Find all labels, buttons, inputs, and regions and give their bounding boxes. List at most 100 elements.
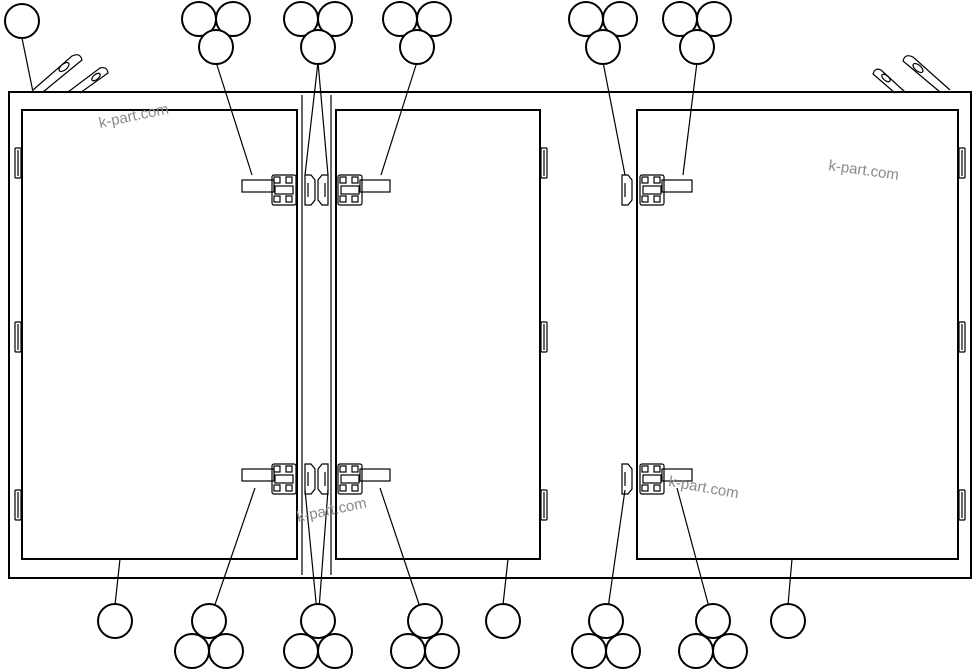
latch-tab <box>958 147 966 179</box>
callout-balloons <box>4 1 806 669</box>
hinge-screw <box>351 465 359 473</box>
hinge-arm <box>359 179 391 193</box>
hinge-slot <box>642 474 662 484</box>
hinge-screw <box>273 484 281 492</box>
watermark-text: k-part.com <box>827 157 900 184</box>
leader-line <box>21 37 34 93</box>
hinge <box>639 174 693 206</box>
hinge-cup <box>304 174 316 206</box>
callout-balloon <box>283 633 319 669</box>
hinge-screw <box>653 176 661 184</box>
latch-tab <box>958 321 966 353</box>
latch-tab <box>540 147 548 179</box>
leader-line <box>605 489 626 623</box>
hinge-arm <box>661 468 693 482</box>
hinge-cup <box>317 174 329 206</box>
callout-balloon <box>97 603 133 639</box>
leader-line <box>317 489 329 623</box>
hinge-screw <box>653 484 661 492</box>
hinge-plate <box>337 174 363 206</box>
callout-balloon <box>585 29 621 65</box>
hinge <box>241 174 297 206</box>
door-panel-right <box>636 109 959 560</box>
hinges <box>241 174 693 495</box>
hinge-cup <box>317 463 329 495</box>
callout-balloon <box>198 29 234 65</box>
callout-balloon <box>605 633 641 669</box>
latch-tab <box>14 147 22 179</box>
leader-line <box>380 61 418 176</box>
hinge-screw <box>653 465 661 473</box>
latch-tab <box>540 321 548 353</box>
hinge-screw <box>285 465 293 473</box>
callout-balloon <box>317 1 353 37</box>
watermark-text: k-part.com <box>97 101 170 132</box>
latch-tab <box>14 321 22 353</box>
hinge-plate <box>639 174 665 206</box>
hinge-arm <box>661 179 693 193</box>
leader-line <box>676 487 714 623</box>
hinge-cup <box>621 174 633 206</box>
hinge-arm <box>359 468 391 482</box>
callout-balloon <box>390 633 426 669</box>
callout-balloon <box>588 603 624 639</box>
hinge-slot <box>274 474 294 484</box>
callout-balloon <box>679 29 715 65</box>
callout-balloon <box>696 1 732 37</box>
hinge-slot <box>340 185 360 195</box>
callout-balloon <box>4 3 40 39</box>
key-tools-right <box>872 55 951 94</box>
door-panel-middle <box>335 109 541 560</box>
leader-line <box>787 558 793 606</box>
leader-line <box>317 61 329 176</box>
leader-line <box>114 558 121 606</box>
callout-balloon <box>300 603 336 639</box>
hinge-screw <box>641 195 649 203</box>
hinge-arm <box>241 468 275 482</box>
callout-balloon <box>399 29 435 65</box>
hinge-screw <box>339 195 347 203</box>
callout-balloon <box>416 1 452 37</box>
key-tools-left <box>32 54 109 94</box>
hinge-plate <box>271 463 297 495</box>
outer-frame <box>8 91 972 579</box>
hinge <box>337 174 391 206</box>
hinge-cup <box>621 463 633 495</box>
hinge-screw <box>351 484 359 492</box>
callout-balloon <box>407 603 443 639</box>
watermark-text: k-part.com <box>667 473 740 502</box>
latch-tab <box>958 489 966 521</box>
hinge-screw <box>285 195 293 203</box>
callout-balloon <box>424 633 460 669</box>
hinge-screw <box>641 176 649 184</box>
callout-balloon <box>174 633 210 669</box>
hinge-screw <box>351 195 359 203</box>
hinge-plate <box>639 463 665 495</box>
hinge-plate <box>337 463 363 495</box>
callout-balloon <box>191 603 227 639</box>
hinge-screw <box>285 484 293 492</box>
latch-tab <box>14 489 22 521</box>
hinge-screw <box>641 484 649 492</box>
hinge-slot <box>340 474 360 484</box>
hinge-arm <box>241 179 275 193</box>
hinge-screw <box>273 176 281 184</box>
callout-balloon <box>695 603 731 639</box>
leader-line <box>682 61 698 176</box>
callout-balloon <box>215 1 251 37</box>
callout-balloon <box>300 29 336 65</box>
hinge-slot <box>642 185 662 195</box>
callout-balloon <box>678 633 714 669</box>
hinge <box>337 463 391 495</box>
hinge-screw <box>641 465 649 473</box>
callout-balloon <box>770 603 806 639</box>
hinge-screw <box>351 176 359 184</box>
hinge-screw <box>285 176 293 184</box>
leader-line <box>304 61 319 176</box>
leader-lines <box>21 37 793 623</box>
leader-line <box>502 558 509 606</box>
callout-balloon <box>485 603 521 639</box>
door-panel-left <box>21 109 298 560</box>
leader-line <box>602 61 626 176</box>
